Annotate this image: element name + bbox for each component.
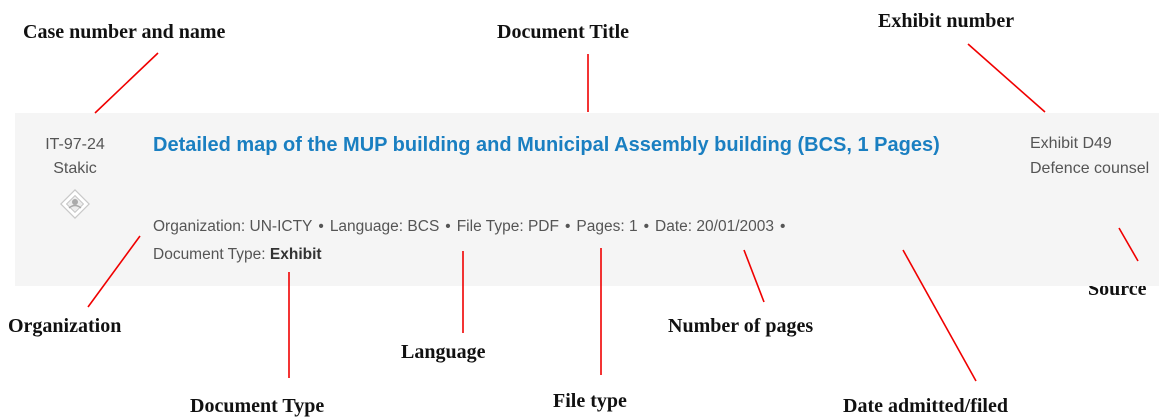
annotation-doc-type: Document Type [190,395,325,417]
meta-date-label: Date: [655,218,693,235]
exhibit-number: Exhibit D49 [1030,135,1112,152]
meta-organization: UN-ICTY [249,218,313,235]
exhibit-info: Exhibit D49 Defence counsel [1030,131,1150,181]
document-metadata: Organization: UN-ICTY•Language: BCS•File… [153,218,786,263]
annotation-language: Language [401,341,486,363]
meta-language: BCS [407,218,440,235]
case-name: Stakic [53,160,97,177]
leader-exhibit [967,43,1046,113]
source: Defence counsel [1030,160,1150,177]
annotation-date: Date admitted/filed [843,395,1008,417]
meta-language-label: Language: [329,218,404,235]
document-record-card: IT-97-24 Stakic Detailed map of the MUP … [15,113,1159,286]
case-info: IT-97-24 Stakic [30,133,120,219]
leader-case [94,52,159,114]
meta-doc-type-label: Document Type: [153,246,266,263]
annotation-exhibit: Exhibit number [878,10,1015,32]
meta-doc-type: Exhibit [269,246,322,263]
meta-date: 20/01/2003 [696,218,774,235]
tribunal-emblem-icon [60,189,90,219]
meta-organization-label: Organization: [153,218,246,235]
document-title-link[interactable]: Detailed map of the MUP building and Mun… [153,134,940,156]
meta-pages: 1 [628,218,638,235]
meta-file-type-label: File Type: [456,218,524,235]
annotation-title: Document Title [497,21,630,43]
annotation-file-type: File type [553,390,627,412]
annotation-case: Case number and name [23,21,226,43]
annotation-organization: Organization [8,315,122,337]
case-number: IT-97-24 [45,136,105,153]
meta-pages-label: Pages: [576,218,625,235]
meta-file-type: PDF [527,218,559,235]
annotation-pages: Number of pages [668,315,814,337]
